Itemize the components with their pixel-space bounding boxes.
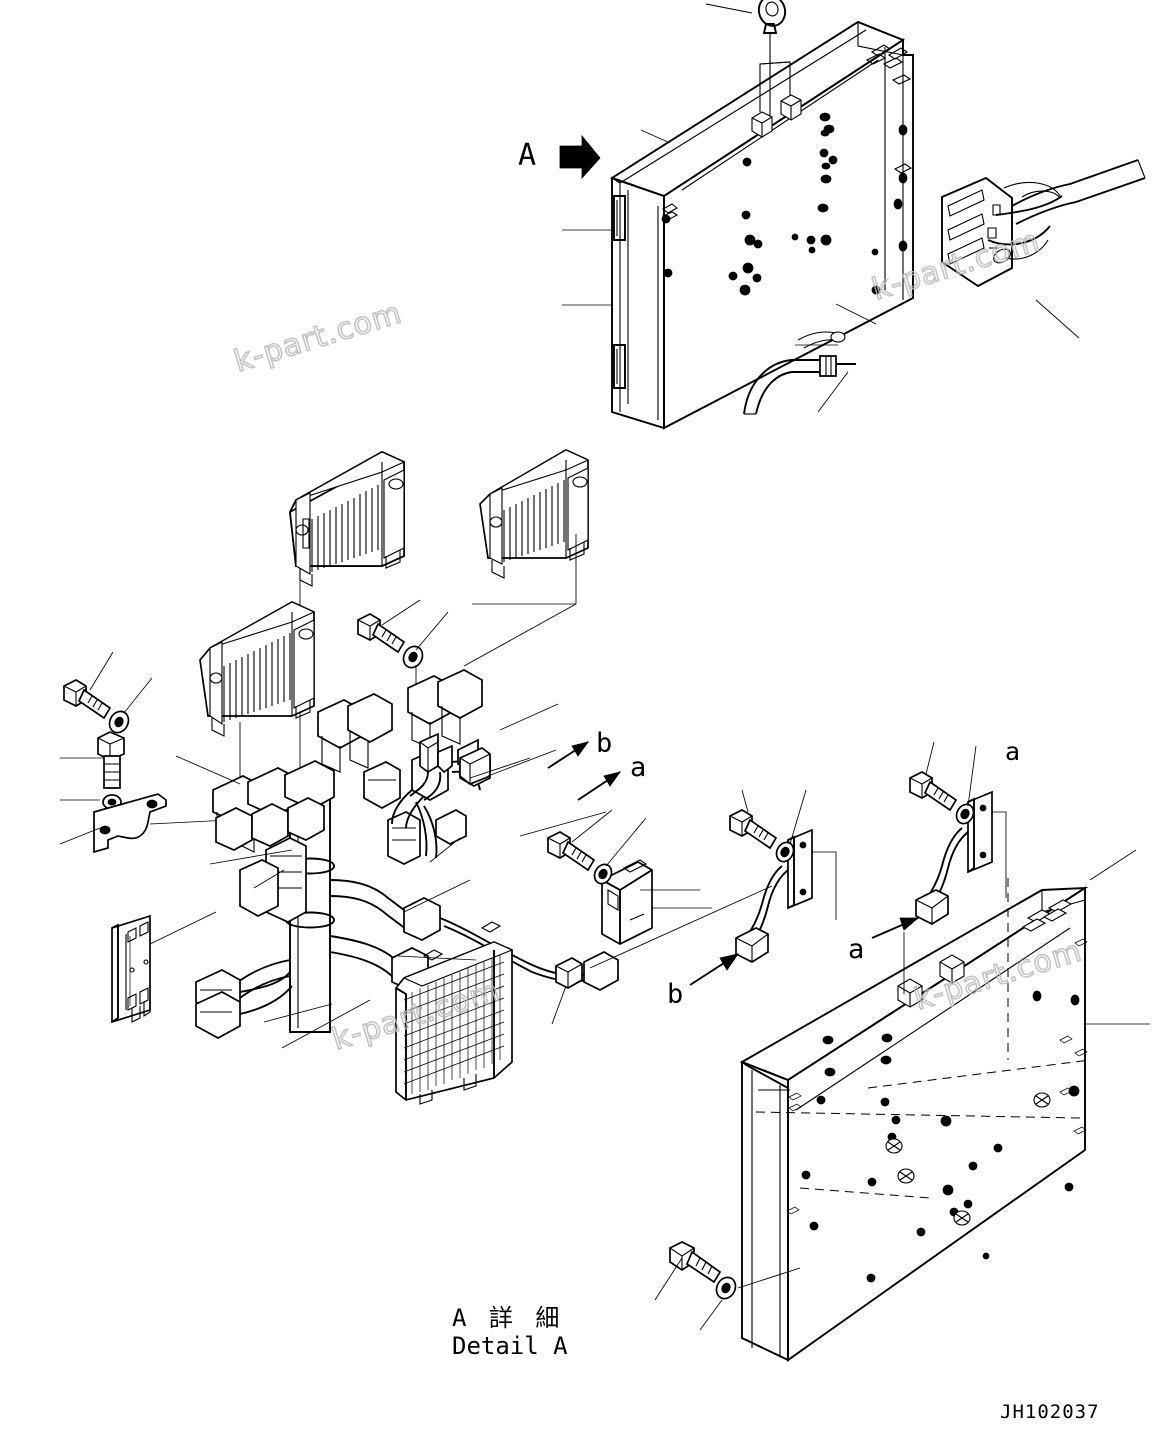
detail-caption-jp: A 詳 細 (452, 1304, 563, 1332)
harness-connectors-upper (317, 669, 483, 773)
upper-panel-leaders (562, 129, 1080, 413)
upper-panel (609, 20, 914, 430)
bolt (357, 613, 406, 654)
callout-lower-a: a (848, 917, 920, 965)
washer (955, 803, 975, 825)
bracket-plate-left (93, 793, 167, 854)
upper-connector (941, 159, 1146, 288)
harness-connectors (212, 760, 335, 923)
callout-right-a: a (1005, 737, 1020, 766)
lower-panel (739, 849, 1150, 1362)
callout-label-a-right: a (1005, 737, 1020, 766)
upper-panel-assembly: A (518, 0, 1146, 430)
washer (402, 645, 424, 669)
lower-panel-fasteners (801, 990, 1080, 1283)
washer (715, 1276, 737, 1300)
upper-eyebolt (705, 0, 787, 118)
sleeve (459, 747, 491, 785)
drawing-number: JH102037 (1000, 1401, 1100, 1423)
callout-label-a-upper: a (630, 752, 646, 783)
bracket-small-left (729, 789, 837, 963)
bracket-plate (111, 911, 217, 1024)
callout-label-a-lower: a (848, 934, 864, 965)
callout-label-b-upper: b (596, 728, 612, 759)
resistor-2 (463, 449, 590, 667)
relay-module (547, 809, 712, 945)
lower-panel-latches (1021, 899, 1073, 932)
watermark: k-part.com (230, 295, 406, 379)
bracket-small-right (909, 741, 1007, 925)
callout-label-b-lower: b (667, 979, 683, 1010)
detail-caption: A 詳 細 Detail A (452, 1304, 568, 1360)
heatsink-grid (395, 921, 514, 1105)
bolt (669, 1241, 722, 1284)
resistor-1 (289, 450, 406, 795)
bolt (729, 809, 778, 850)
section-arrow-label: A (518, 138, 536, 173)
lower-panel-bosses (897, 954, 965, 1008)
bolt (97, 731, 125, 789)
washer (108, 710, 130, 734)
bolt (63, 679, 112, 720)
watermark: k-part.com (910, 933, 1086, 1017)
resistor-3 (199, 601, 316, 800)
bolt (909, 771, 958, 812)
callout-upper-ab: b a (547, 728, 646, 801)
washer (593, 863, 613, 885)
sleeve (551, 885, 773, 1025)
lower-panel-nuts (885, 1092, 1051, 1226)
lower-panel-slots (786, 938, 1088, 1215)
bolt (547, 831, 596, 872)
bolt-washer-lower (654, 1241, 801, 1331)
detail-caption-en: Detail A (452, 1332, 568, 1360)
washer (775, 841, 795, 863)
upper-panel-fasteners (661, 44, 913, 296)
harness-leaders (175, 703, 607, 1049)
section-arrow-a: A (518, 134, 601, 180)
left-fastener-group (59, 651, 231, 854)
upper-hose (743, 331, 856, 415)
callout-lower-b: b (667, 953, 739, 1010)
